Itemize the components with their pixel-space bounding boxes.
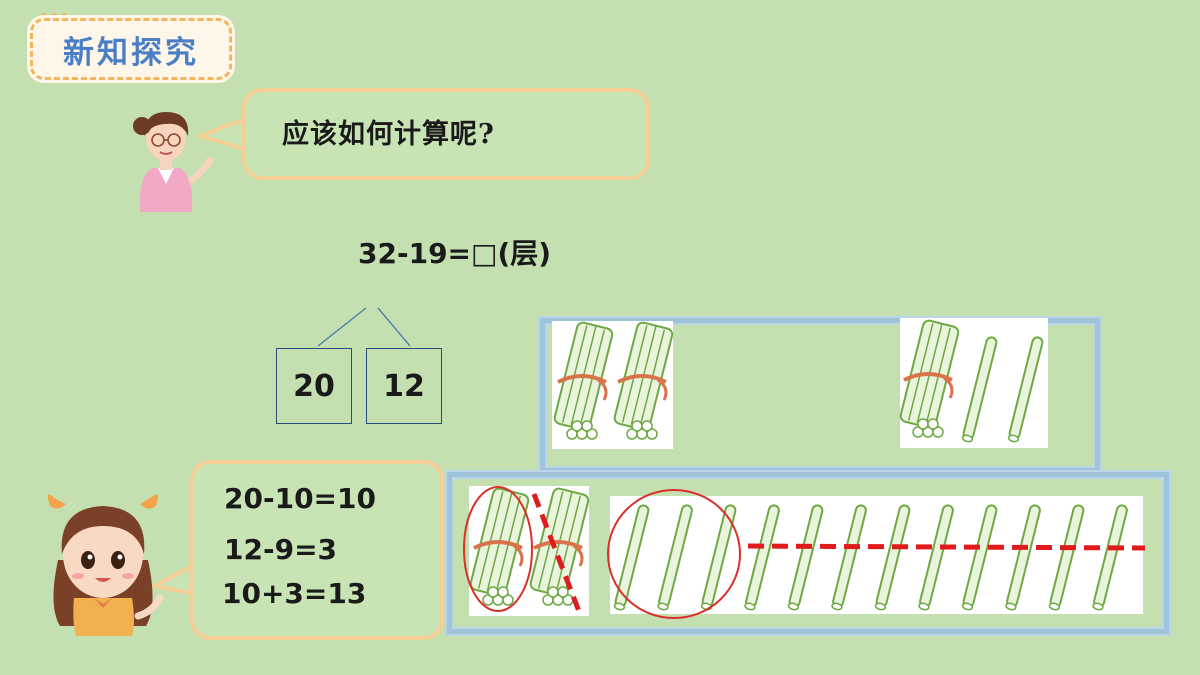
step-tens-subtraction: 20-10=10 xyxy=(224,482,376,515)
subtraction-equation: 32-19=□(层) xyxy=(358,237,552,270)
step-ones-subtraction: 12-9=3 xyxy=(224,533,338,566)
sticks-frame-32 xyxy=(540,318,1100,473)
section-title: 新知探究 xyxy=(30,18,232,80)
decoration-dots xyxy=(41,13,67,19)
tens-part-box: 20 xyxy=(276,348,352,424)
circle-mark xyxy=(607,489,741,619)
teacher-speech-bubble xyxy=(242,88,650,180)
sticks-frame-subtraction xyxy=(447,472,1169,634)
cross-out-mark xyxy=(747,543,1146,551)
student-speech-bubble xyxy=(190,460,444,640)
teacher-avatar xyxy=(133,112,214,212)
student-avatar xyxy=(47,494,164,636)
circle-mark xyxy=(463,486,533,612)
step-sum: 10+3=13 xyxy=(222,577,367,610)
teacher-question: 应该如何计算呢? xyxy=(282,119,495,150)
split-lines xyxy=(317,307,411,347)
bubble-pointer xyxy=(152,562,197,596)
ones-part-box: 12 xyxy=(366,348,442,424)
bubble-pointer xyxy=(198,116,249,152)
